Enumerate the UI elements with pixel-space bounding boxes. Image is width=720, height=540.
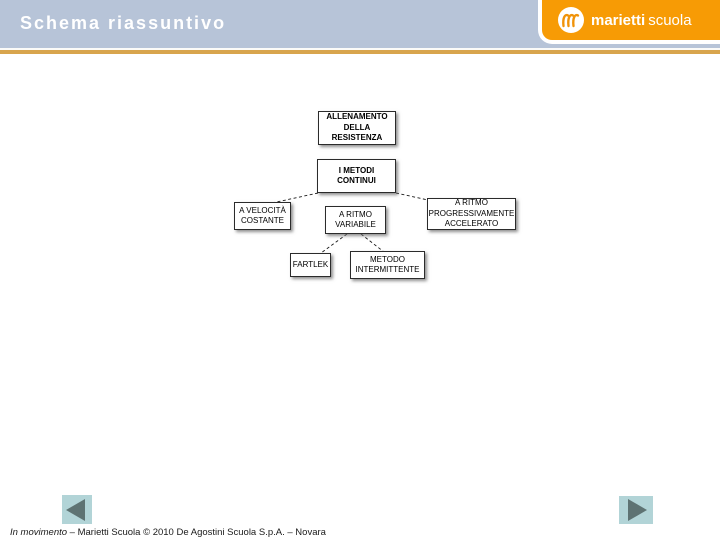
diagram-node-i-metodi-continui: I METODI CONTINUI bbox=[317, 159, 396, 193]
diagram-node-a-ritmo-variabile: A RITMO VARIABILE bbox=[325, 206, 386, 234]
diagram-node-allenamento-della-resistenza: ALLENAMENTO DELLA RESISTENZA bbox=[318, 111, 396, 145]
logo-word-marietti: marietti bbox=[591, 11, 646, 29]
prev-arrow-icon bbox=[66, 498, 85, 521]
diagram-node-fartlek: FARTLEK bbox=[290, 253, 331, 277]
next-button[interactable] bbox=[619, 496, 653, 524]
footer-book-title: In movimento bbox=[10, 527, 68, 538]
diagram-node-a-ritmo-progressivamente-accelerato: A RITMO PROGRESSIVAMENTE ACCELERATO bbox=[427, 198, 516, 230]
page-title: Schema riassuntivo bbox=[20, 13, 227, 33]
diagram-node-metodo-intermittente: METODO INTERMITTENTE bbox=[350, 251, 425, 279]
prev-button[interactable] bbox=[62, 495, 92, 524]
header-divider-white bbox=[0, 48, 720, 50]
next-arrow-icon bbox=[628, 499, 647, 521]
footer-credits: In movimento – Marietti Scuola © 2010 De… bbox=[10, 527, 326, 538]
diagram-node-a-velocita-costante: A VELOCITÀ COSTANTE bbox=[234, 202, 291, 230]
marietti-logo-icon bbox=[558, 7, 584, 33]
footer-copyright: – Marietti Scuola © 2010 De Agostini Scu… bbox=[69, 527, 326, 538]
logo-word-scuola: scuola bbox=[648, 11, 692, 29]
header-divider-tan bbox=[0, 50, 720, 54]
